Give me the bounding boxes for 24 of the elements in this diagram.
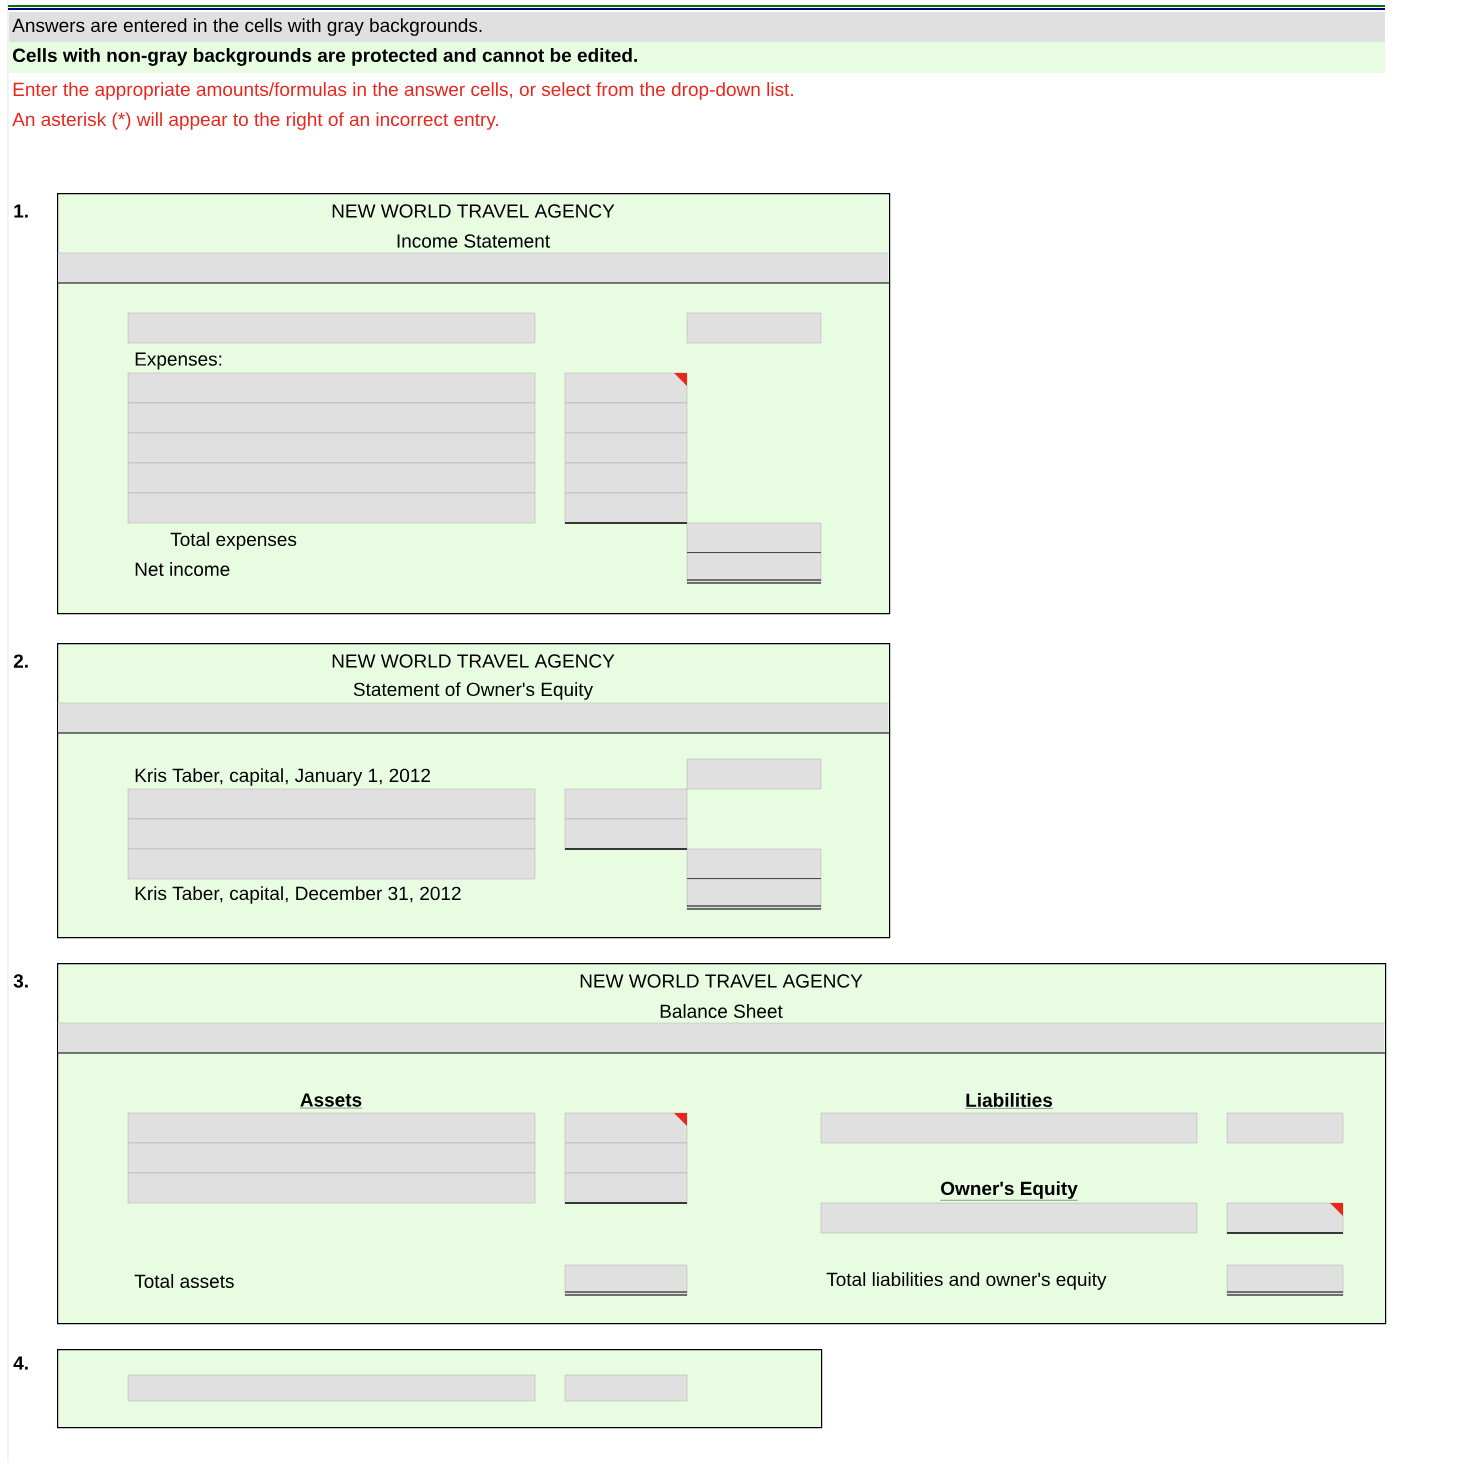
- line-item-label: Expenses:: [135, 352, 222, 370]
- instruction-text: Answers are entered in the cells with gray backgrounds.: [12, 18, 482, 36]
- question-number: 2.: [13, 654, 28, 668]
- statement-heading: NEW WORLD TRAVEL AGENCY: [332, 654, 615, 668]
- question-number: 4.: [13, 1356, 28, 1370]
- section-heading: Assets: [299, 1093, 363, 1109]
- line-item-label: Kris Taber, capital, January 1, 2012: [135, 768, 430, 786]
- statement-heading: Balance Sheet: [660, 1004, 783, 1018]
- line-item-label: Kris Taber, capital, December 31, 2012: [135, 886, 461, 904]
- statement-heading: NEW WORLD TRAVEL AGENCY: [580, 974, 863, 988]
- question-number: 3.: [13, 974, 28, 988]
- question-number: 1.: [14, 204, 28, 218]
- statement-heading: NEW WORLD TRAVEL AGENCY: [332, 204, 615, 218]
- line-item-label: Total assets: [134, 1274, 234, 1288]
- instruction-text: An asterisk (*) will appear to the right of an incorrect entry.: [12, 112, 498, 130]
- section-heading: Liabilities: [965, 1093, 1054, 1109]
- instruction-text: Cells with non-gray backgrounds are protected and cannot be edited.: [13, 48, 637, 66]
- instruction-text: Enter the appropriate amounts/formulas in the answer cells, or select from the drop-down list.: [13, 82, 793, 100]
- statement-heading: Income Statement: [397, 234, 550, 248]
- line-item-label: Total liabilities and owner's equity: [826, 1272, 1107, 1290]
- section-heading: Owner's Equity: [940, 1181, 1078, 1201]
- line-item-label: Total expenses: [170, 532, 297, 550]
- line-item-label: Net income: [135, 562, 230, 576]
- statement-heading: Statement of Owner's Equity: [353, 682, 594, 700]
